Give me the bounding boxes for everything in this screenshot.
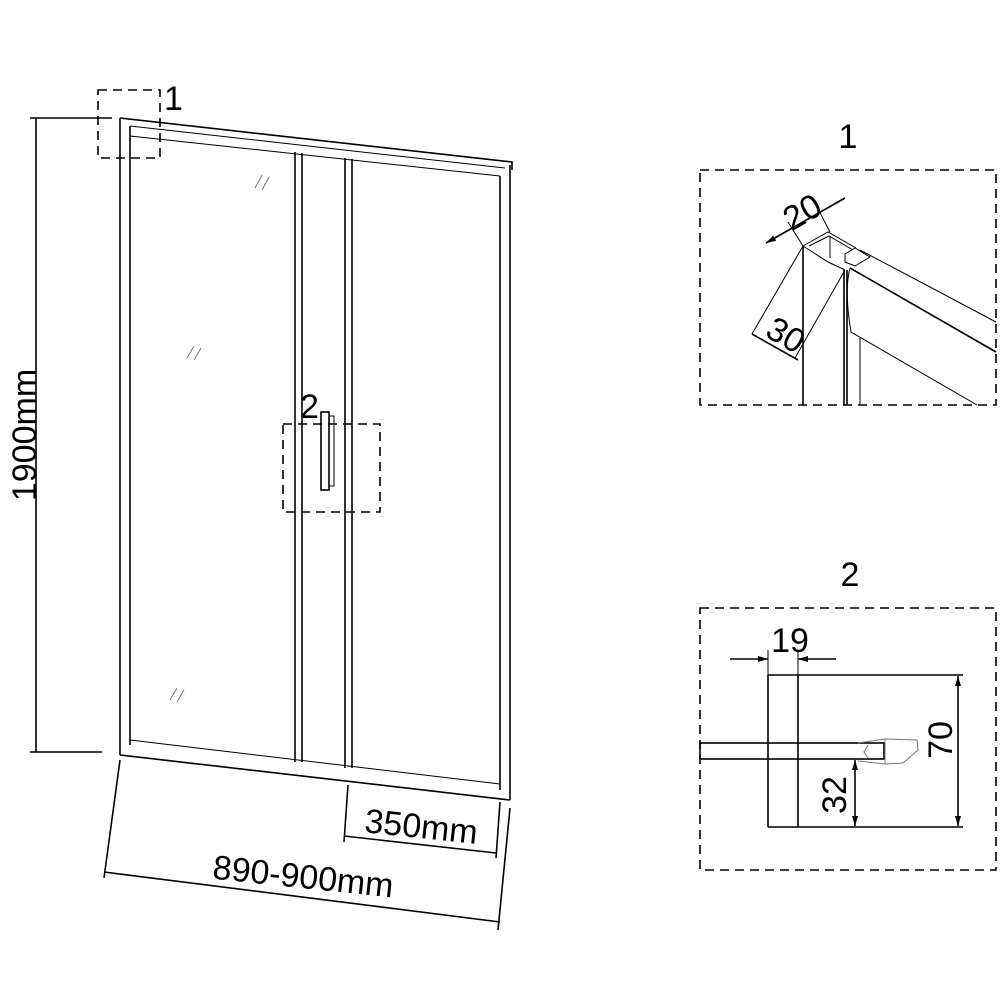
detail-1-dimensions: 20 30: [751, 187, 846, 361]
height-dim-label: 1900mm: [6, 369, 44, 501]
detail-2-offset-label: 32: [816, 776, 854, 814]
detail-1-profile: [802, 231, 997, 406]
detail-2-box: [699, 607, 997, 871]
panel-width-label: 350mm: [363, 802, 480, 852]
door-front-view: [119, 117, 513, 801]
callout-box-1: [97, 89, 161, 159]
callout-label-1: 1: [164, 80, 183, 118]
callout-label-2: 2: [300, 388, 319, 426]
callout-box-2: [282, 423, 381, 513]
detail-2-section: [699, 674, 963, 828]
detail-1-title: 1: [839, 118, 858, 156]
detail-2-dimensions: 19 70 32: [730, 622, 961, 826]
glass-reflection-marks: [169, 174, 270, 703]
detail-2-title: 2: [841, 556, 860, 594]
height-dimension: 1900mm: [6, 117, 112, 753]
detail-1-box: [699, 169, 997, 406]
detail-1-width-label: 20: [777, 187, 829, 239]
detail-2-height-label: 70: [922, 721, 960, 759]
door-handle: [320, 411, 335, 491]
detail-2-width-label: 19: [771, 622, 809, 660]
